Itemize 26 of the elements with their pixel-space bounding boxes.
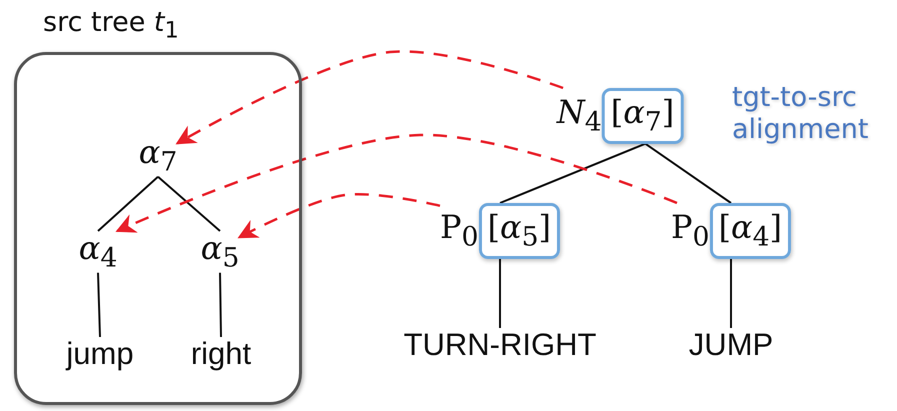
token-label: jump — [66, 337, 134, 372]
alignment-arrow — [238, 193, 440, 238]
alignment-box: [α$_{7}$] — [602, 88, 684, 144]
annotation-text: tgt-to-src alignment — [732, 82, 870, 147]
tree-branch-line — [97, 176, 159, 232]
tree-branch-line — [499, 258, 501, 328]
tree-node-label: α$_{7}$ — [138, 135, 178, 177]
alignment-box: [α$_{5}$] — [478, 203, 560, 259]
node-label: N$_{4}$ — [556, 95, 602, 137]
tree-branch-line — [219, 272, 222, 338]
token-label: right — [190, 337, 252, 372]
alignment-arrow — [115, 134, 678, 233]
tree-node-label: α$_{4}$ — [78, 231, 118, 273]
token-label: JUMP — [688, 328, 774, 362]
tree-branch-line — [500, 142, 646, 204]
alignment-box: [α$_{4}$] — [709, 203, 792, 259]
node-label: P$_{0}$ — [440, 210, 478, 252]
tree-branch-line — [644, 142, 732, 204]
token-label: TURN-RIGHT — [404, 328, 596, 362]
tree-branch-line — [730, 258, 732, 328]
tree-branch-line — [97, 272, 101, 338]
tree-title: src tree t$_{1}$ — [43, 7, 179, 44]
tree-branch-line — [157, 176, 221, 232]
alignment-arrow — [176, 50, 564, 144]
node-label: P$_{0}$ — [670, 210, 710, 252]
tree-node-label: α$_{5}$ — [200, 231, 240, 273]
